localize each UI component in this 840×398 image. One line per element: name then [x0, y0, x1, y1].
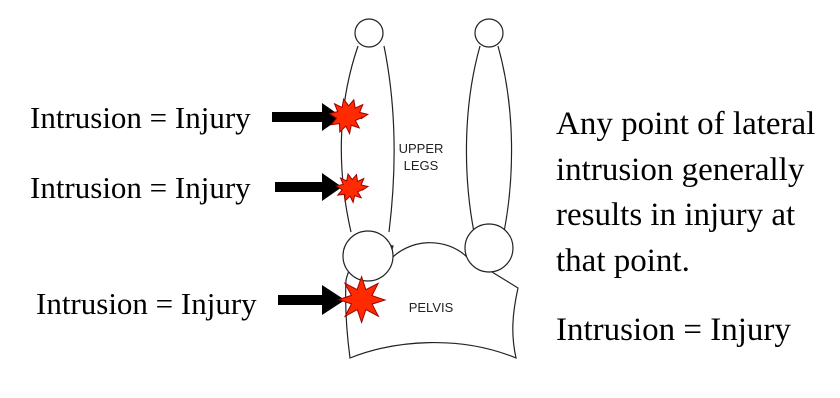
annotation-1: Intrusion = Injury: [30, 99, 368, 135]
arrow-right-icon: [272, 103, 342, 131]
annotation-label: Intrusion = Injury: [30, 100, 251, 135]
summary-text: Intrusion = Injury: [556, 310, 791, 350]
annotation-2: Intrusion = Injury: [30, 170, 368, 205]
injury-burst-icon: [339, 277, 385, 323]
arrow-right-icon: [278, 285, 345, 315]
annotation-label: Intrusion = Injury: [36, 286, 257, 321]
arrow-right-icon: [275, 173, 342, 201]
injury-burst-icon: [330, 99, 368, 134]
description-text: Any point of lateral intrusion generally…: [556, 102, 838, 284]
pelvis-label: PELVIS: [409, 300, 454, 315]
upper-legs-label-line2: LEGS: [404, 158, 439, 173]
annotation-label: Intrusion = Injury: [30, 170, 251, 205]
right-thigh: [466, 19, 511, 232]
injury-burst-icon: [336, 174, 368, 202]
upper-legs-label-line1: UPPER: [399, 141, 444, 156]
annotation-3: Intrusion = Injury: [36, 277, 385, 323]
